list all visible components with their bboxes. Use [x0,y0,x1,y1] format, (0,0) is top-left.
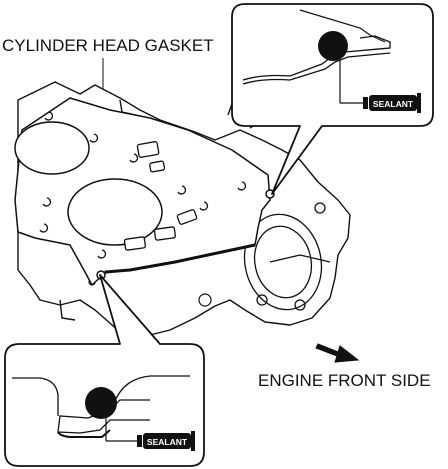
cylinder-head-gasket [14,97,275,286]
sealant-tube-icon-bottom: SEALANT [137,431,195,451]
callout-top-frame [231,3,434,195]
direction-label: ENGINE FRONT SIDE [258,371,431,390]
bore-2 [67,178,163,246]
detail-callout-top: SEALANT [231,3,434,195]
part-label: CYLINDER HEAD GASKET [2,36,214,55]
gasket-bolt-holes [39,111,247,259]
sealant-dot-top [318,31,348,61]
sealant-dot-bottom [85,387,117,419]
sealant-tube-icon-top: SEALANT [363,93,421,113]
sealant-label-top: SEALANT [373,99,414,109]
sealant-label-bottom: SEALANT [147,437,188,447]
bore-1 [14,121,90,175]
arrow-down-right-icon [315,343,360,363]
gasket-passages [123,141,198,251]
detail-callout-bottom: SEALANT [4,274,205,467]
callout-bottom-frame [4,274,205,467]
